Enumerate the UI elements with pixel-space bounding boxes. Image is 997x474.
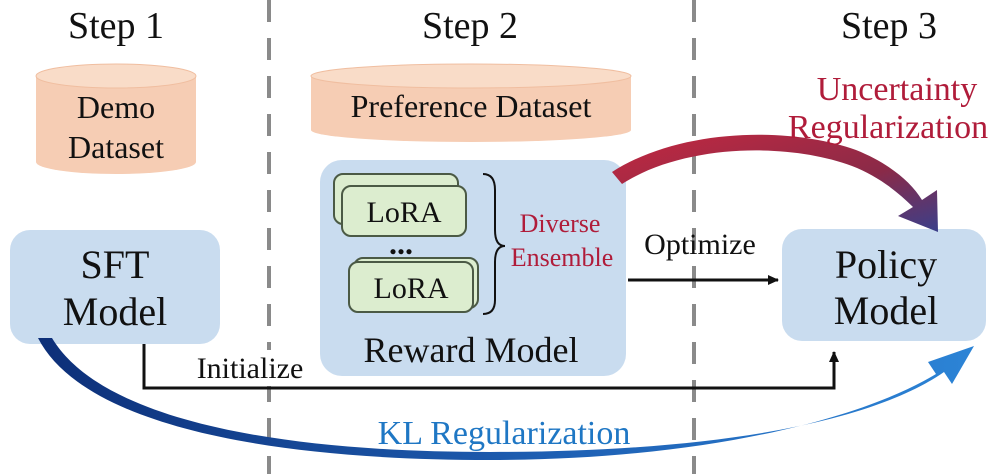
preference-dataset-label: Preference Dataset: [351, 88, 592, 124]
uncertainty-label-line1: Uncertainty: [817, 71, 978, 108]
demo-dataset-label-line2: Dataset: [68, 129, 164, 165]
sft-model-box: SFT Model: [10, 230, 220, 344]
optimize-label: Optimize: [644, 228, 756, 261]
sft-model-label-line2: Model: [63, 289, 167, 334]
diverse-label: Diverse: [520, 209, 601, 238]
lora-ellipsis: ...: [389, 225, 413, 261]
reward-model-title: Reward Model: [364, 330, 579, 370]
reward-model-box: LoRA ... LoRA Diverse Ensemble Reward Mo…: [320, 160, 626, 376]
demo-dataset-cylinder: Demo Dataset: [35, 63, 197, 174]
ensemble-brace-top: [482, 173, 506, 247]
policy-model-label-line2: Model: [834, 288, 938, 333]
sft-model-label-line1: SFT: [81, 242, 150, 287]
policy-model-box: Policy Model: [782, 229, 986, 341]
kl-regularization-label: KL Regularization: [378, 415, 631, 452]
step-2-heading: Step 2: [422, 5, 518, 47]
step-3-heading: Step 3: [841, 5, 937, 47]
policy-model-label-line1: Policy: [835, 242, 937, 287]
lora-top-box: [341, 185, 467, 237]
uncertainty-label-line2: Regularization: [788, 109, 988, 146]
lora-top-label: LoRA: [367, 196, 442, 229]
preference-dataset-cylinder: Preference Dataset: [310, 63, 632, 142]
lora-bottom-label: LoRA: [374, 272, 449, 305]
initialize-label: Initialize: [197, 352, 304, 385]
ensemble-label: Ensemble: [511, 243, 614, 272]
initialize-label-bg: [180, 350, 320, 386]
uncertainty-regularization-arrow: [612, 134, 938, 232]
ensemble-brace-bottom: [482, 245, 506, 315]
initialize-arrow: [142, 344, 839, 390]
lora-bottom-box: [348, 261, 474, 313]
demo-dataset-label-line1: Demo: [77, 89, 155, 125]
step-1-heading: Step 1: [68, 5, 164, 47]
